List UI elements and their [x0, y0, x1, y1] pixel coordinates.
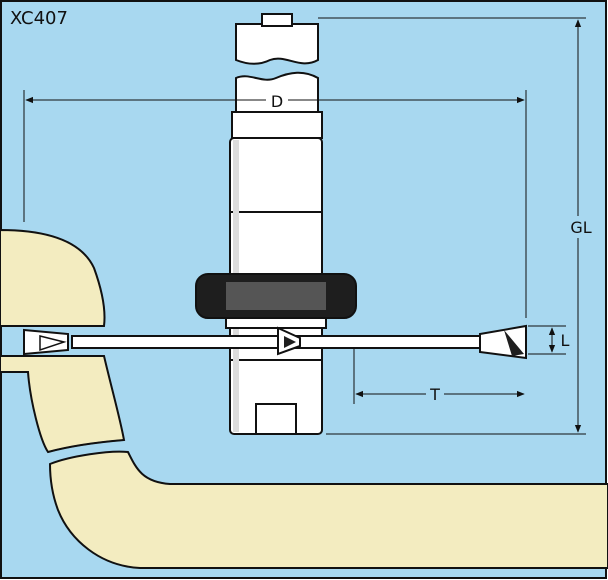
- dimension-d-label: D: [271, 92, 283, 111]
- bearing-highlight: [226, 282, 326, 310]
- arbor-nut: [255, 403, 297, 435]
- gl-label-bg: [566, 216, 594, 238]
- dimension-t-label: T: [429, 385, 440, 404]
- workpiece-upper-lip: [0, 228, 106, 327]
- dimension-gl-label: GL: [570, 218, 591, 237]
- workpiece-crack-line: [47, 439, 125, 453]
- product-code-title: XC407: [10, 8, 68, 29]
- workpiece-base: [48, 450, 608, 569]
- shank-slot: [261, 13, 293, 27]
- shank-top: [235, 23, 319, 65]
- d-label-bg: [266, 90, 288, 110]
- t-label-bg: [426, 384, 444, 404]
- right-cutter-edge: [504, 330, 524, 356]
- center-insert-tip: [284, 336, 296, 348]
- dimension-l-label: L: [561, 331, 570, 350]
- left-cutter-edge: [39, 335, 67, 352]
- bearing-washer: [225, 317, 327, 329]
- shank-body: [231, 111, 323, 139]
- cutter-rod: [71, 335, 481, 349]
